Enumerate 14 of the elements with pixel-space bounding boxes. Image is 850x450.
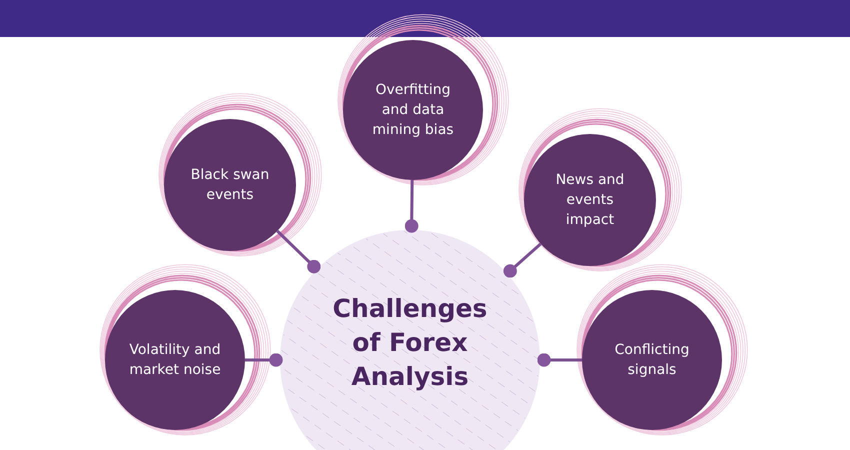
topic-circle — [524, 134, 656, 266]
topic-label: Volatility and market noise — [128, 341, 222, 380]
topic-circle — [343, 40, 483, 180]
connector-line — [245, 353, 283, 367]
topic-circle — [105, 290, 245, 430]
topic-label: News and events impact — [554, 171, 626, 230]
topic-circle — [582, 290, 722, 430]
topic-label: Black swan events — [190, 166, 270, 205]
topic-circle — [164, 119, 296, 251]
central-title: Challenges of Forex Analysis — [332, 293, 488, 393]
topic-label: Conflicting signals — [614, 341, 690, 380]
connector-line — [537, 353, 582, 367]
connector-line — [404, 180, 418, 233]
topic-label: Overfitting and data mining bias — [371, 81, 455, 140]
